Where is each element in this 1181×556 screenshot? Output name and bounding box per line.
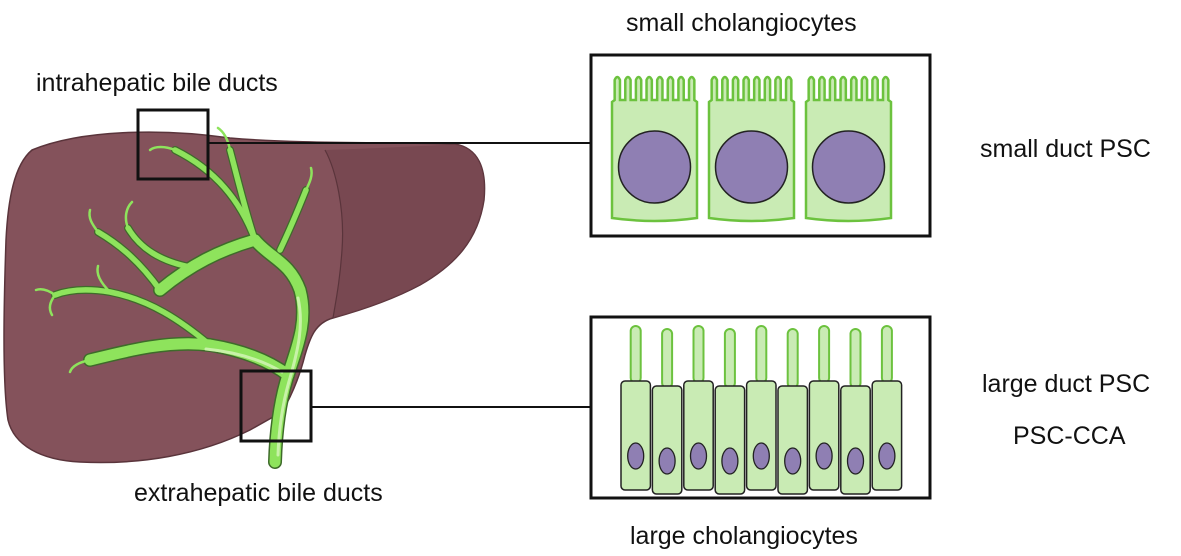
cell-nucleus: [628, 443, 644, 469]
cell-nucleus: [659, 448, 675, 474]
cell-nucleus: [816, 443, 832, 469]
large-duct-psc-label: large duct PSC: [982, 369, 1150, 399]
psc-cca-label: PSC-CCA: [1013, 421, 1126, 451]
large-cells-group: [621, 326, 902, 494]
large-cholangiocyte-cell: [684, 381, 713, 490]
small-cholangiocytes-label: small cholangiocytes: [626, 8, 857, 38]
liver-illustration: [4, 132, 485, 462]
large-cholangiocyte-cell: [715, 386, 744, 494]
primary-cilium: [788, 329, 798, 388]
cell-nucleus: [691, 443, 707, 469]
large-cholangiocyte-cell: [872, 381, 901, 490]
extrahepatic-label: extrahepatic bile ducts: [134, 478, 383, 508]
primary-cilium: [694, 326, 704, 383]
cell-nucleus: [716, 131, 788, 203]
primary-cilium: [819, 326, 829, 383]
small-duct-psc-label: small duct PSC: [980, 134, 1151, 164]
cell-nucleus: [722, 448, 738, 474]
intrahepatic-label: intrahepatic bile ducts: [36, 68, 278, 98]
cell-nucleus: [879, 443, 895, 469]
primary-cilium: [851, 329, 861, 388]
primary-cilium: [662, 329, 672, 388]
large-cholangiocyte-cell: [652, 386, 681, 494]
liver-right-lobe-shadow: [325, 144, 485, 318]
primary-cilium: [882, 326, 892, 383]
large-cholangiocyte-cell: [841, 386, 870, 494]
large-cholangiocyte-cell: [809, 381, 838, 490]
cell-nucleus: [753, 443, 769, 469]
primary-cilium: [756, 326, 766, 383]
cell-nucleus: [848, 448, 864, 474]
cell-nucleus: [619, 131, 691, 203]
primary-cilium: [631, 326, 641, 383]
large-cholangiocyte-cell: [747, 381, 776, 490]
large-cholangiocyte-cell: [778, 386, 807, 494]
cell-nucleus: [813, 131, 885, 203]
cell-nucleus: [785, 448, 801, 474]
large-cholangiocyte-cell: [621, 381, 650, 490]
primary-cilium: [725, 329, 735, 388]
large-cholangiocytes-label: large cholangiocytes: [630, 521, 858, 551]
